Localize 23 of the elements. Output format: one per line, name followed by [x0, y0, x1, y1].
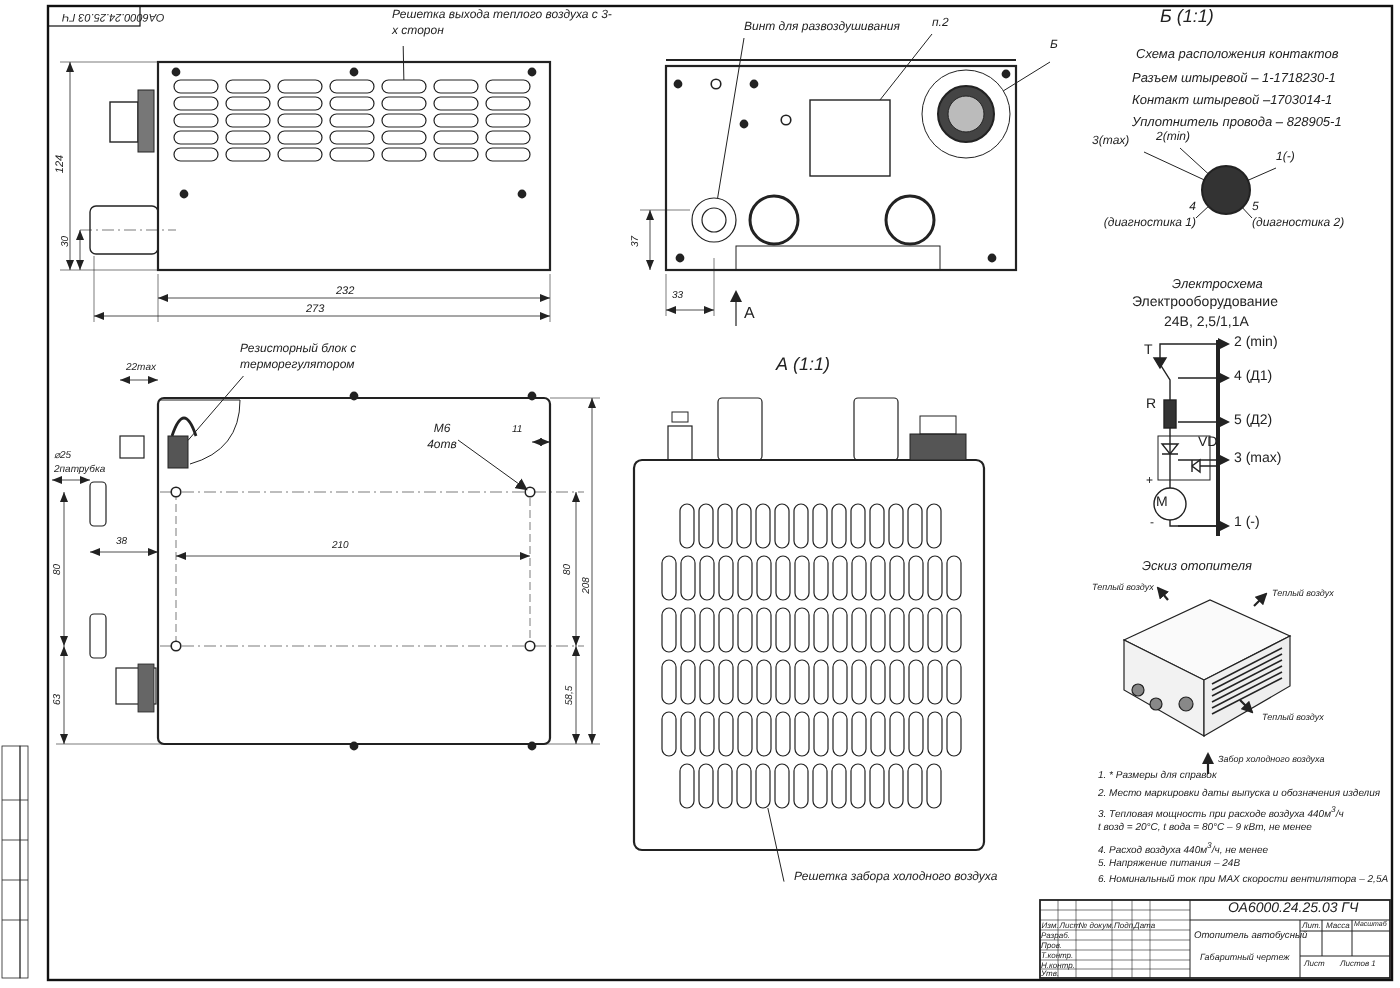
view-title: А (1:1) — [776, 356, 831, 376]
marking-plate — [809, 99, 891, 177]
leader-line — [457, 439, 528, 491]
mounting-hole — [524, 486, 536, 498]
leader-line — [1002, 61, 1051, 92]
leader-line — [879, 33, 933, 101]
connector-pin-face — [1201, 165, 1251, 215]
leader-line — [1179, 147, 1209, 175]
leader-line — [1247, 167, 1277, 181]
leader-line — [717, 37, 745, 199]
resistor-block — [167, 435, 189, 469]
vent-slot — [381, 79, 427, 94]
leader-line — [1195, 205, 1209, 219]
leader-line — [402, 45, 405, 81]
leader-line — [1241, 207, 1253, 219]
vent-screw — [691, 197, 737, 243]
leader-line — [1143, 151, 1205, 181]
leader-line — [767, 807, 785, 883]
view-arrow-letter: А — [744, 306, 755, 324]
leader-line — [187, 375, 244, 441]
connector-outline — [921, 69, 1011, 159]
view-title: Б (1:1) — [1160, 8, 1214, 28]
vent-slot — [755, 763, 771, 809]
